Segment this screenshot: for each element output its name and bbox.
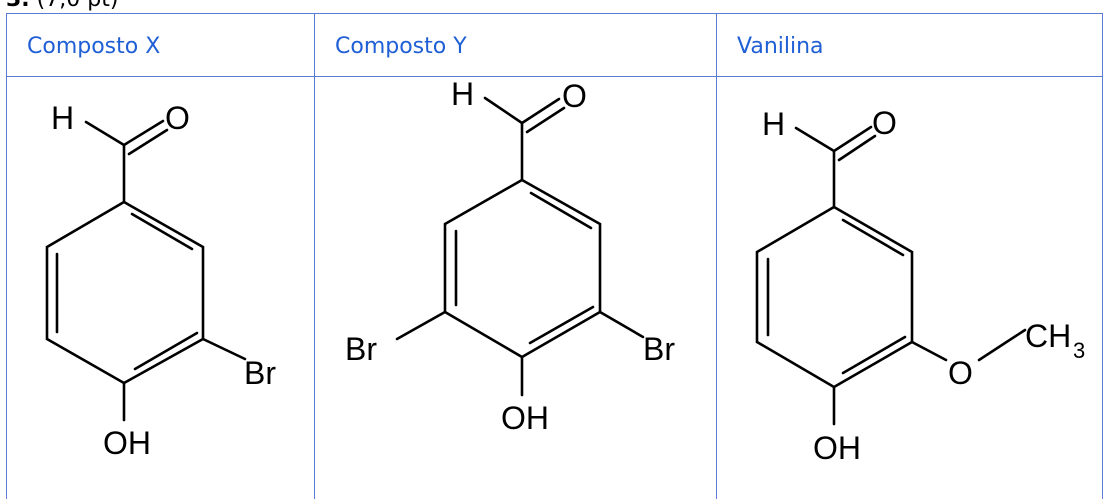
bond-c-h-x xyxy=(86,122,124,145)
structure-cell-x: H O Br OH xyxy=(7,77,315,499)
atom-oh-x: OH xyxy=(103,425,151,461)
structure-composto-x: H O Br OH xyxy=(7,77,313,497)
structure-cell-y: H O Br Br OH xyxy=(315,77,717,499)
atom-o-y: O xyxy=(562,78,587,114)
header-cell-vanilina: Vanilina xyxy=(717,14,1103,77)
column-label-composto-x: Composto X xyxy=(7,14,314,59)
structure-composto-y: H O Br Br OH xyxy=(315,77,715,497)
header-cell-y: Composto Y xyxy=(315,14,717,77)
structure-cell-vanilina: H O O CH 3 OH xyxy=(717,77,1103,499)
bond-c-br-right-y xyxy=(600,312,643,337)
atom-ch3-subscript: 3 xyxy=(1073,338,1085,363)
header-cell-x: Composto X xyxy=(7,14,315,77)
bond-c-h-y xyxy=(485,98,522,123)
question-points: (7,0 pt) xyxy=(37,0,119,12)
bond-c-o-vanilina-1 xyxy=(834,127,871,151)
atom-br-right-y: Br xyxy=(643,331,675,367)
bond-c-h-vanilina xyxy=(796,128,834,151)
structure-vanilina: H O O CH 3 OH xyxy=(717,77,1101,497)
bond-c-o-vanilina-2 xyxy=(839,136,875,160)
atom-h-y: H xyxy=(451,77,474,112)
bond-c-o-y-2 xyxy=(527,108,564,132)
bond-c-o-methoxy xyxy=(912,342,946,360)
atom-o-vanilina: O xyxy=(872,105,897,141)
benzene-ring-vanilina xyxy=(757,207,912,387)
atom-oh-vanilina: OH xyxy=(813,430,861,466)
atom-br-x: Br xyxy=(244,355,276,391)
atom-o-x: O xyxy=(165,100,190,136)
bond-c-o-x-1 xyxy=(124,121,163,145)
atom-oh-y: OH xyxy=(501,400,549,436)
atom-ch-vanilina: CH xyxy=(1025,318,1071,354)
bond-o-ch3 xyxy=(979,330,1025,360)
bond-c-br-left-y xyxy=(397,312,445,339)
benzene-ring-x xyxy=(47,202,203,383)
question-heading: 3. (7,0 pt) xyxy=(6,0,118,13)
benzene-ring-y xyxy=(445,180,600,357)
bond-c-br-x xyxy=(203,339,245,359)
question-number: 3. xyxy=(6,0,30,12)
bond-c-o-x-2 xyxy=(129,130,167,154)
atom-h-vanilina: H xyxy=(762,106,785,142)
column-label-composto-y: Composto Y xyxy=(315,14,716,59)
atom-o-methoxy-vanilina: O xyxy=(948,355,973,391)
column-label-vanilina: Vanilina xyxy=(717,14,1102,59)
bond-c-o-y-1 xyxy=(522,99,559,123)
atom-br-left-y: Br xyxy=(345,331,377,367)
compounds-table: Composto X Composto Y Vanilina xyxy=(6,13,1103,499)
structures-row: H O Br OH H xyxy=(7,77,1103,499)
atom-h-x: H xyxy=(51,100,74,136)
table-header-row: Composto X Composto Y Vanilina xyxy=(7,14,1103,77)
